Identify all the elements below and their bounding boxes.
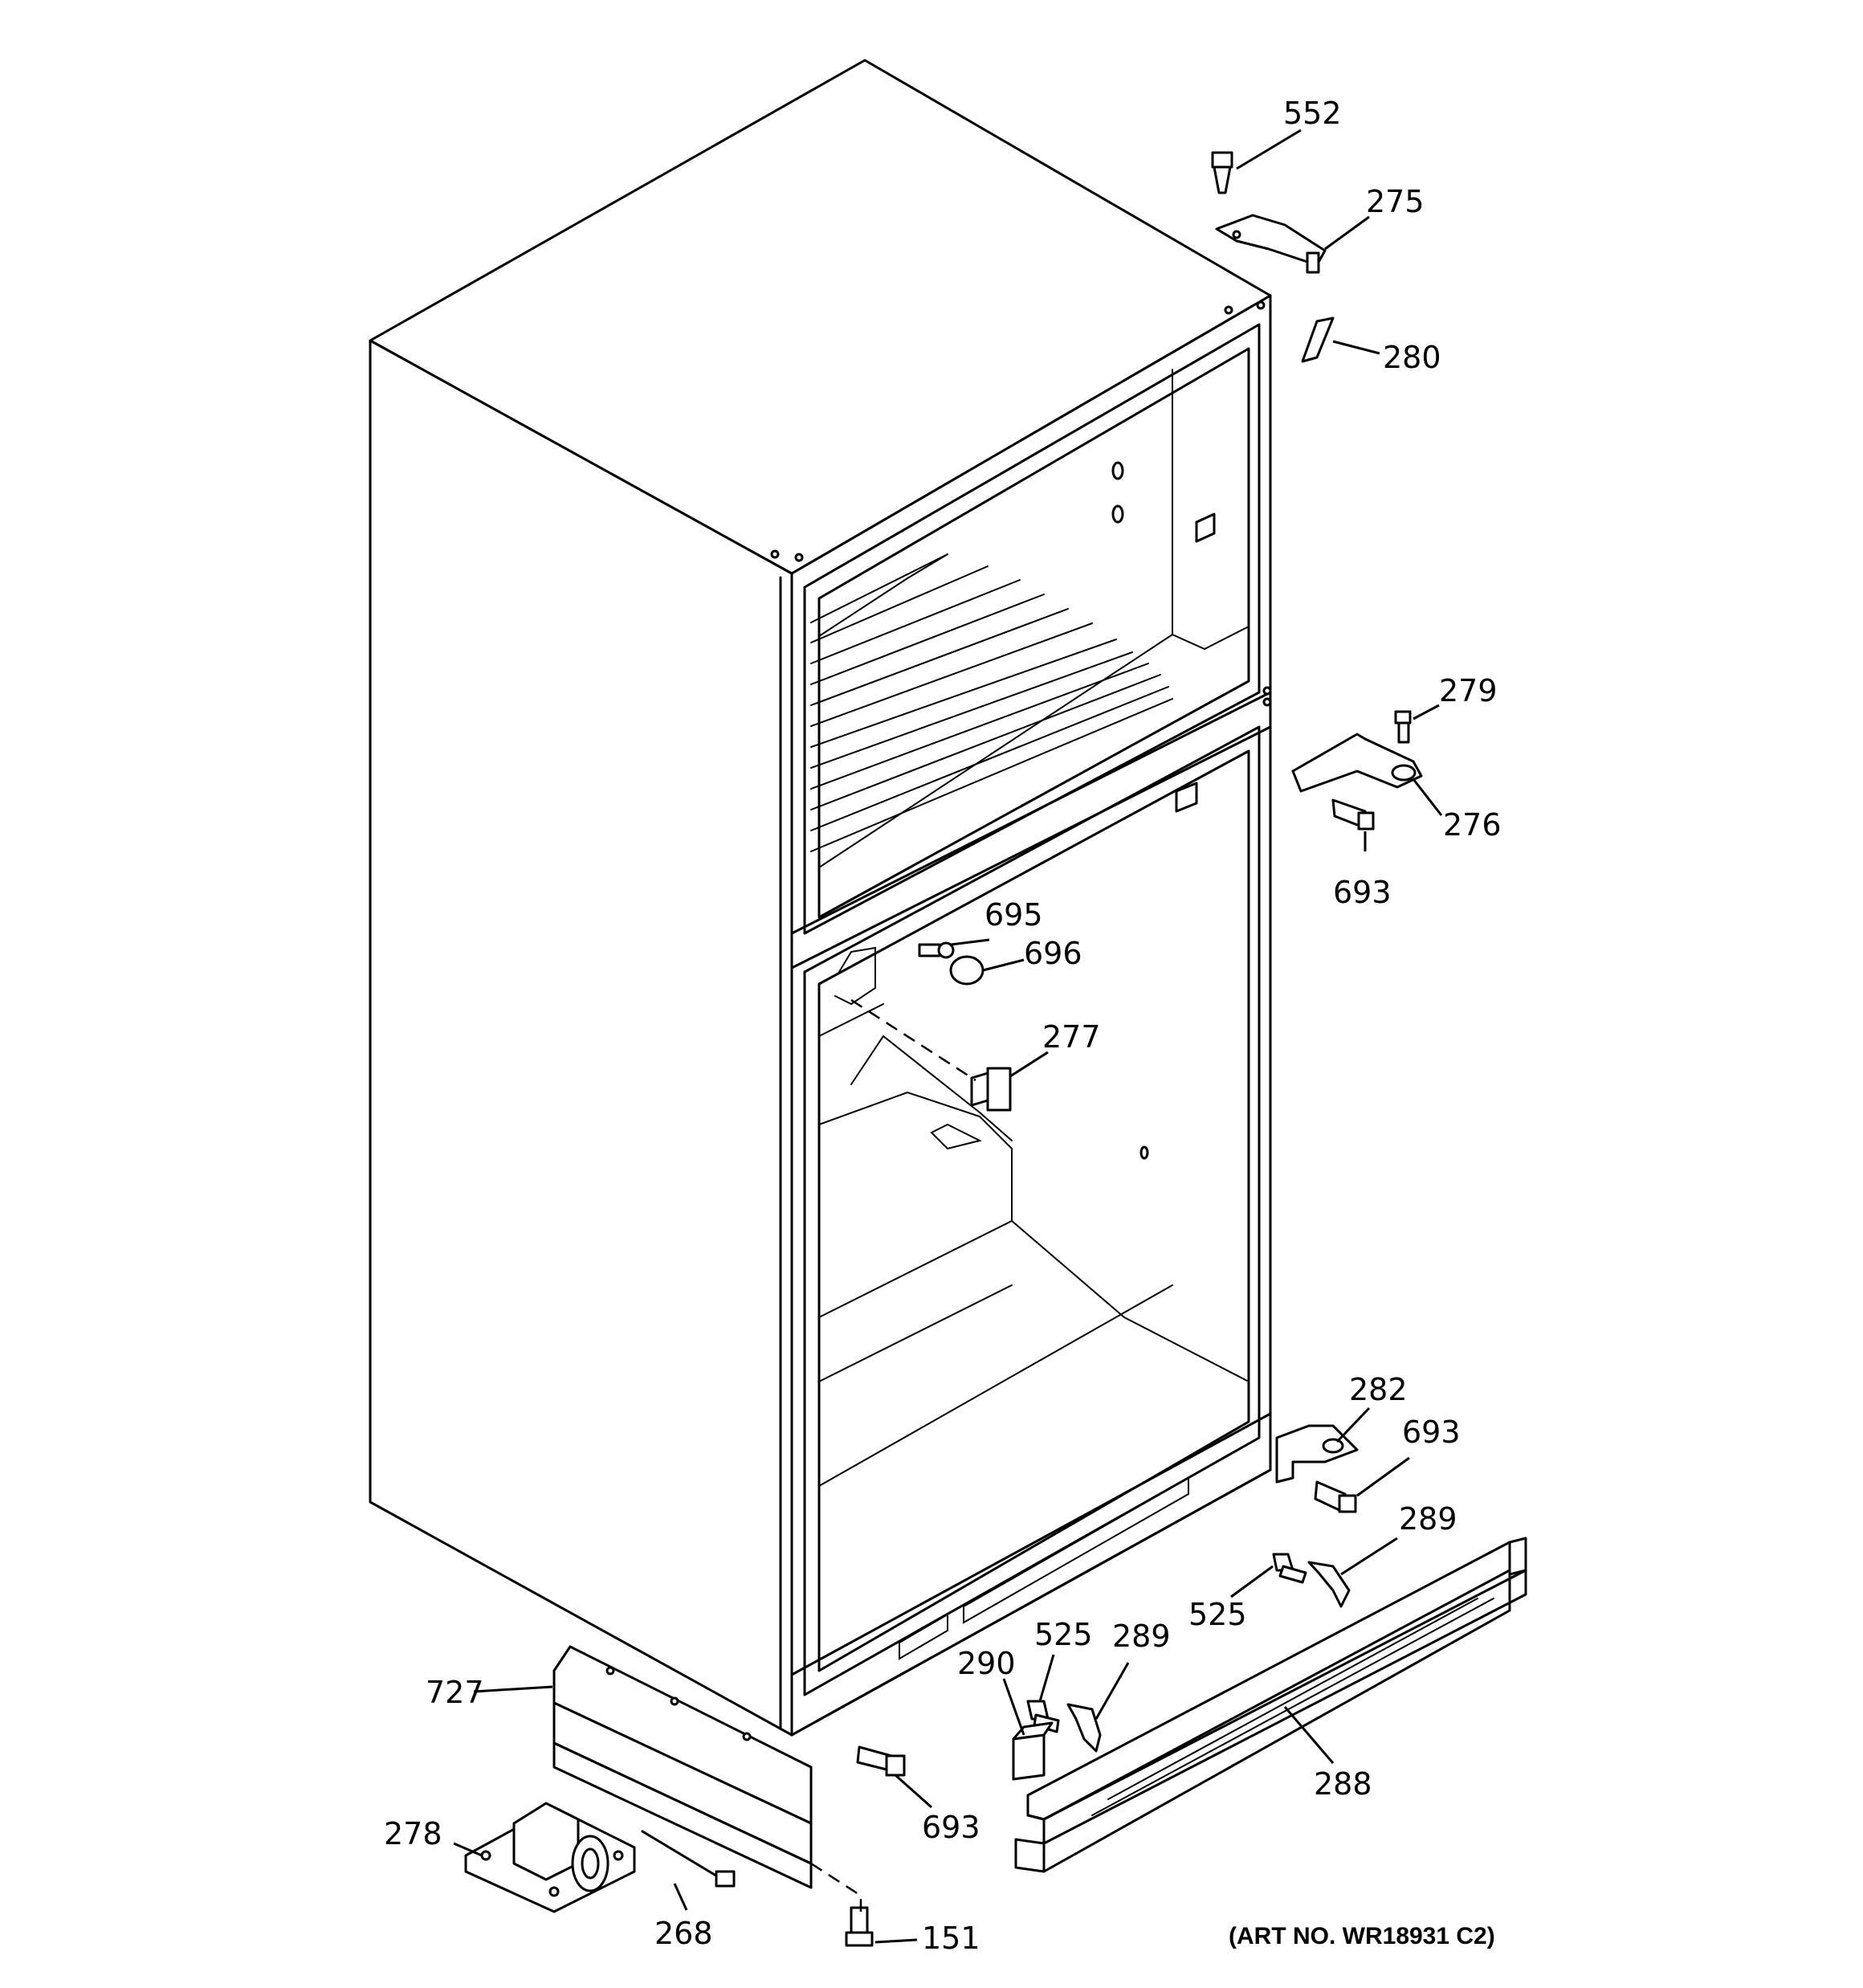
grille-288-icon xyxy=(1014,1537,1527,1873)
callout-282: 282 xyxy=(1349,1372,1408,1407)
roller-assembly-278-icon xyxy=(464,1802,636,1913)
freezer-floor-ridges xyxy=(810,553,1173,852)
screw-693-lower-icon xyxy=(856,1745,906,1777)
clip-289-right-icon xyxy=(1307,1561,1351,1608)
callout-693-mid: 693 xyxy=(1402,1414,1461,1450)
screw-693-mid-icon xyxy=(1314,1480,1357,1513)
screw-151-icon xyxy=(845,1906,874,1947)
refrigerator-cabinet xyxy=(369,59,1272,1737)
callout-151: 151 xyxy=(922,1921,980,1956)
screw-552-icon xyxy=(1211,151,1233,194)
callout-277: 277 xyxy=(1042,1019,1101,1055)
callout-288: 288 xyxy=(1314,1766,1372,1802)
callout-727: 727 xyxy=(426,1675,484,1710)
screw-693-upper-icon xyxy=(1331,798,1375,831)
screw-525-right-icon xyxy=(1272,1553,1307,1584)
leader-lines xyxy=(453,129,1443,1944)
pin-277-icon xyxy=(970,1067,1012,1112)
pin-279-icon xyxy=(1394,710,1412,744)
callout-276: 276 xyxy=(1443,807,1502,843)
bottom-hinge-282-icon xyxy=(1275,1424,1359,1484)
alignment-line-151 xyxy=(810,1862,862,1912)
callout-275: 275 xyxy=(1366,184,1425,219)
top-hinge-275-icon xyxy=(1215,214,1327,274)
callout-268: 268 xyxy=(654,1916,713,1951)
bolt-268-icon xyxy=(641,1830,736,1888)
shim-280-icon xyxy=(1301,316,1335,363)
callout-280: 280 xyxy=(1383,340,1441,375)
callout-278: 278 xyxy=(384,1816,442,1851)
callout-525-left: 525 xyxy=(1034,1617,1093,1652)
callout-290: 290 xyxy=(957,1646,1016,1681)
callout-552: 552 xyxy=(1283,96,1342,131)
callout-695: 695 xyxy=(984,897,1043,933)
callout-693-lower: 693 xyxy=(922,1810,980,1845)
callout-696: 696 xyxy=(1024,936,1082,971)
art-number: (ART NO. WR18931 C2) xyxy=(1229,1923,1495,1949)
callout-289-right: 289 xyxy=(1399,1501,1457,1537)
center-hinge-276-icon xyxy=(1291,733,1423,793)
callout-525-right: 525 xyxy=(1188,1597,1247,1632)
callout-693-upper: 693 xyxy=(1333,875,1392,910)
screw-695-icon xyxy=(918,941,955,959)
callout-279: 279 xyxy=(1439,673,1498,708)
block-290-icon xyxy=(1012,1721,1054,1781)
alignment-line-277 xyxy=(850,998,976,1082)
callout-289-left: 289 xyxy=(1112,1619,1171,1654)
cap-696-icon xyxy=(949,955,984,986)
clip-289-left-icon xyxy=(1066,1703,1102,1753)
